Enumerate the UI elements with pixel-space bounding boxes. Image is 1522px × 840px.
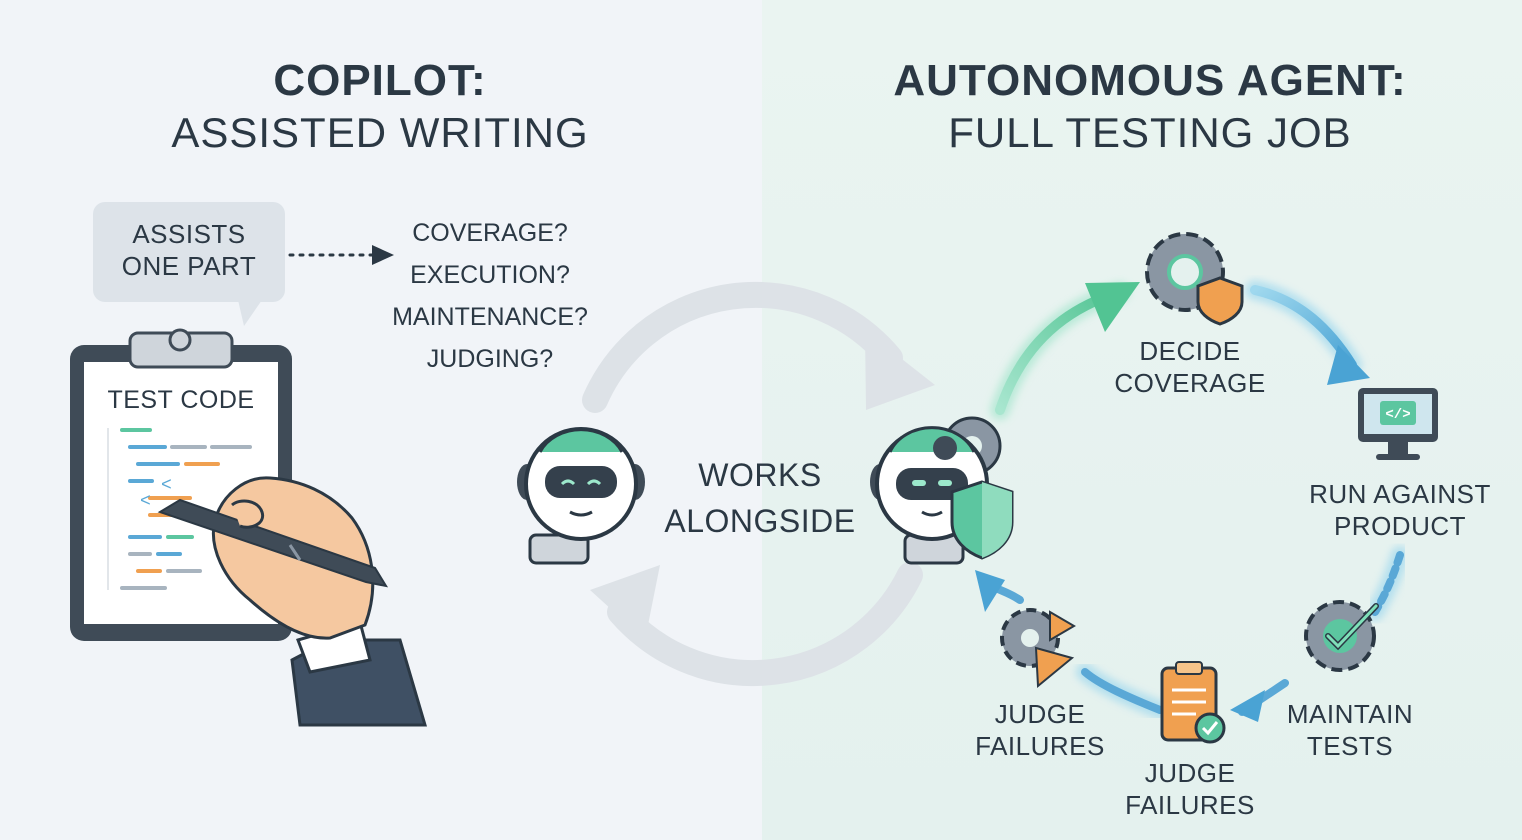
step-judge-failures-left: JUDGE FAILURES: [975, 699, 1105, 761]
gear-shield-icon: [1145, 232, 1244, 326]
question-list: COVERAGE? EXECUTION? MAINTENANCE? JUDGIN…: [380, 212, 600, 380]
step-maintain-tests: MAINTAIN TESTS: [1286, 699, 1414, 761]
agent-title: AUTONOMOUS AGENT: FULL TESTING JOB: [880, 55, 1420, 158]
cycle-arrow-head-right: [865, 330, 935, 410]
dotted-arrow-icon: [288, 245, 394, 265]
arrow-head-icon: [1230, 690, 1265, 722]
step-judge-failures: JUDGE FAILURES: [1125, 758, 1255, 820]
monitor-code-icon: </>: [1358, 388, 1438, 460]
step-decide-coverage: DECIDE COVERAGE: [1114, 336, 1266, 398]
question-execution: EXECUTION?: [410, 261, 570, 289]
clipboard-check-icon: [1160, 661, 1226, 744]
bubble-text: ASSISTS ONE PART: [121, 219, 257, 281]
works-alongside-label: WORKS ALONGSIDE: [664, 457, 856, 539]
svg-text:</>: </>: [1385, 407, 1410, 423]
gear-flag-icon: [1000, 608, 1076, 689]
arrow-head-icon: [1327, 345, 1370, 385]
gear-check-icon: [1304, 600, 1379, 672]
agent-robot-icon: [870, 416, 1014, 565]
svg-text:<: <: [161, 476, 172, 496]
agent-title-line2: FULL TESTING JOB: [948, 108, 1352, 156]
hand-pen-icon: [157, 476, 428, 727]
question-judging: JUDGING?: [426, 345, 554, 373]
speech-bubble: [93, 202, 285, 326]
question-maintenance: MAINTENANCE?: [392, 303, 588, 331]
arrow-head-icon: [975, 570, 1005, 612]
arrow-head-icon: [1085, 282, 1140, 332]
cycle-arrows-icon: [582, 281, 923, 687]
copilot-title-line2: ASSISTED WRITING: [171, 108, 589, 156]
copilot-title: COPILOT: ASSISTED WRITING: [130, 55, 630, 158]
clipboard-title: TEST CODE: [107, 386, 255, 414]
cycle-arrow-head-left: [590, 565, 660, 640]
question-coverage: COVERAGE?: [412, 219, 568, 247]
svg-text:<: <: [140, 492, 151, 512]
copilot-title-line1: COPILOT:: [273, 56, 487, 105]
agent-title-line1: AUTONOMOUS AGENT:: [893, 56, 1407, 105]
step-run-against-product: RUN AGAINST PRODUCT: [1309, 479, 1491, 541]
copilot-robot-icon: [517, 427, 645, 565]
